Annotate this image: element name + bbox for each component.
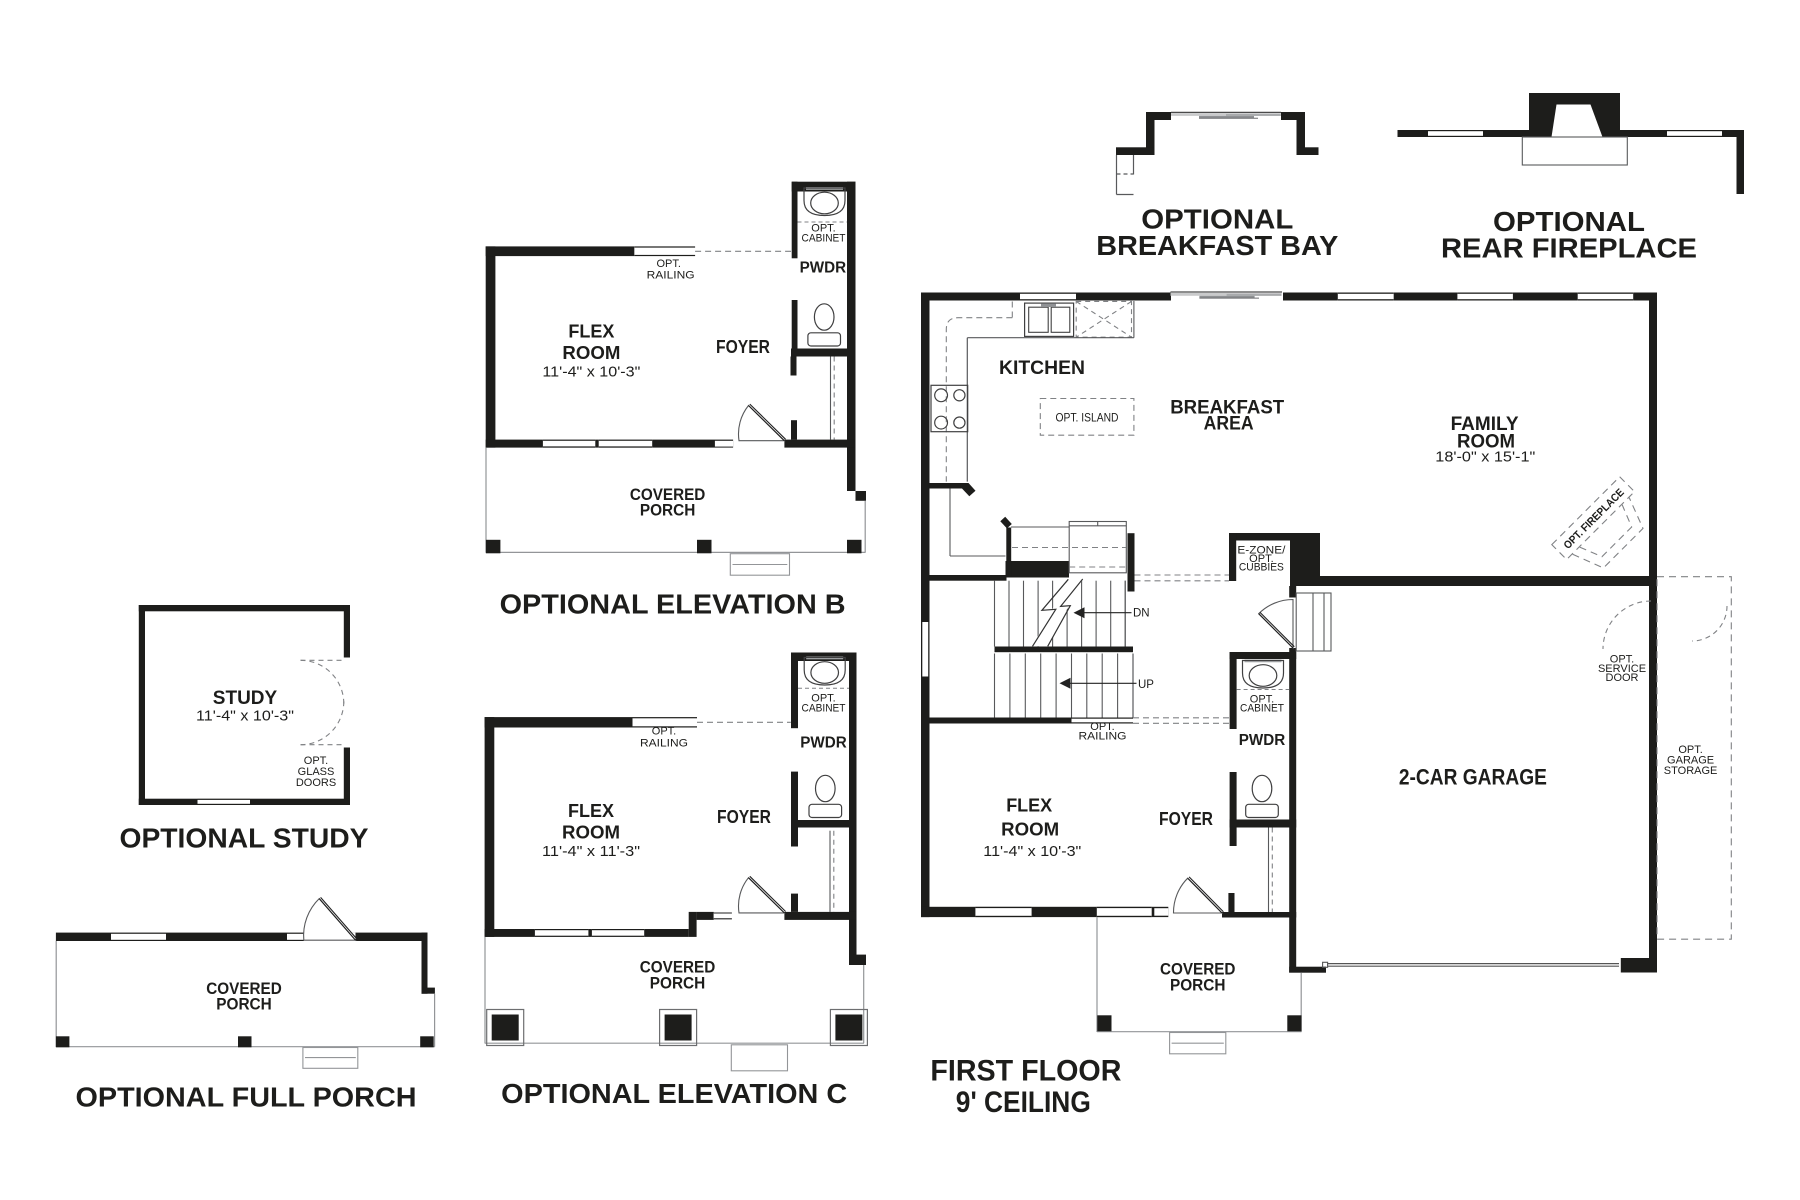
svg-text:OPT.: OPT.	[1250, 694, 1274, 706]
svg-text:PORCH: PORCH	[640, 502, 696, 520]
svg-text:OPTIONAL FULL PORCH: OPTIONAL FULL PORCH	[76, 1082, 417, 1113]
svg-text:FOYER: FOYER	[717, 807, 771, 827]
svg-text:11'-4" x 10'-3": 11'-4" x 10'-3"	[196, 708, 294, 725]
svg-text:UP: UP	[1138, 679, 1154, 691]
svg-text:OPTIONAL ELEVATION C: OPTIONAL ELEVATION C	[501, 1078, 847, 1109]
svg-text:CABINET: CABINET	[802, 233, 846, 245]
svg-text:DOOR: DOOR	[1606, 672, 1639, 684]
svg-text:FOYER: FOYER	[1159, 809, 1213, 829]
svg-text:STORAGE: STORAGE	[1664, 765, 1718, 777]
svg-text:GARAGE: GARAGE	[1667, 755, 1714, 767]
svg-text:FLEX: FLEX	[1006, 796, 1052, 816]
svg-text:FLEX: FLEX	[568, 801, 614, 821]
svg-text:11'-4" x 10'-3": 11'-4" x 10'-3"	[542, 363, 640, 380]
svg-text:RAILING: RAILING	[1079, 731, 1127, 743]
svg-text:FOYER: FOYER	[716, 337, 770, 357]
svg-text:11'-4" x 11'-3": 11'-4" x 11'-3"	[542, 843, 640, 860]
svg-text:OPT.: OPT.	[1249, 553, 1273, 565]
svg-text:RAILING: RAILING	[640, 737, 688, 749]
svg-text:OPT.: OPT.	[811, 223, 835, 235]
svg-text:OPT.: OPT.	[1090, 721, 1114, 733]
svg-text:OPT.: OPT.	[656, 258, 680, 270]
svg-text:OPT.: OPT.	[811, 693, 835, 705]
svg-text:ROOM: ROOM	[1001, 820, 1059, 840]
svg-text:PWDR: PWDR	[800, 735, 847, 752]
svg-text:STUDY: STUDY	[213, 688, 278, 709]
svg-text:ROOM: ROOM	[1457, 432, 1515, 453]
svg-text:REAR FIREPLACE: REAR FIREPLACE	[1441, 233, 1697, 264]
svg-text:OPT.: OPT.	[304, 755, 328, 767]
svg-text:FIRST FLOOR: FIRST FLOOR	[930, 1055, 1121, 1088]
svg-text:11'-4" x 10'-3": 11'-4" x 10'-3"	[983, 843, 1081, 860]
svg-text:18'-0" x 15'-1": 18'-0" x 15'-1"	[1435, 449, 1535, 466]
svg-text:AREA: AREA	[1204, 413, 1254, 434]
svg-text:FAMILY: FAMILY	[1451, 414, 1519, 435]
svg-text:9' CEILING: 9' CEILING	[956, 1086, 1091, 1119]
svg-text:FLEX: FLEX	[568, 321, 614, 341]
svg-text:ROOM: ROOM	[562, 823, 620, 843]
svg-text:SERVICE: SERVICE	[1598, 663, 1646, 675]
svg-text:COVERED: COVERED	[640, 959, 716, 977]
svg-text:PORCH: PORCH	[650, 974, 706, 992]
svg-text:PORCH: PORCH	[216, 996, 272, 1014]
svg-text:COVERED: COVERED	[1160, 960, 1236, 978]
svg-text:OPT.: OPT.	[1678, 744, 1702, 756]
svg-text:OPT.: OPT.	[652, 726, 676, 738]
svg-text:CUBBIES: CUBBIES	[1239, 562, 1284, 574]
svg-text:2-CAR GARAGE: 2-CAR GARAGE	[1399, 765, 1547, 790]
svg-text:KITCHEN: KITCHEN	[999, 358, 1085, 379]
svg-text:DOORS: DOORS	[296, 777, 336, 789]
svg-text:PWDR: PWDR	[1239, 732, 1286, 749]
svg-text:BREAKFAST: BREAKFAST	[1170, 398, 1284, 419]
svg-text:OPTIONAL: OPTIONAL	[1493, 206, 1645, 237]
svg-text:E-ZONE/: E-ZONE/	[1237, 545, 1286, 557]
svg-text:OPT.: OPT.	[1610, 654, 1634, 666]
svg-text:PORCH: PORCH	[1170, 977, 1226, 995]
svg-text:DN: DN	[1133, 608, 1150, 620]
svg-text:CABINET: CABINET	[802, 702, 846, 714]
svg-text:PWDR: PWDR	[800, 260, 847, 277]
svg-text:COVERED: COVERED	[630, 486, 706, 504]
svg-text:COVERED: COVERED	[206, 980, 282, 998]
svg-text:BREAKFAST BAY: BREAKFAST BAY	[1096, 230, 1338, 261]
svg-text:OPT. ISLAND: OPT. ISLAND	[1056, 412, 1119, 424]
svg-text:CABINET: CABINET	[1240, 703, 1284, 715]
svg-text:GLASS: GLASS	[298, 766, 335, 778]
svg-text:OPTIONAL ELEVATION B: OPTIONAL ELEVATION B	[500, 589, 846, 620]
svg-text:RAILING: RAILING	[647, 270, 695, 282]
svg-text:OPTIONAL: OPTIONAL	[1141, 204, 1293, 235]
svg-text:ROOM: ROOM	[562, 343, 620, 363]
svg-text:OPTIONAL STUDY: OPTIONAL STUDY	[120, 823, 369, 854]
